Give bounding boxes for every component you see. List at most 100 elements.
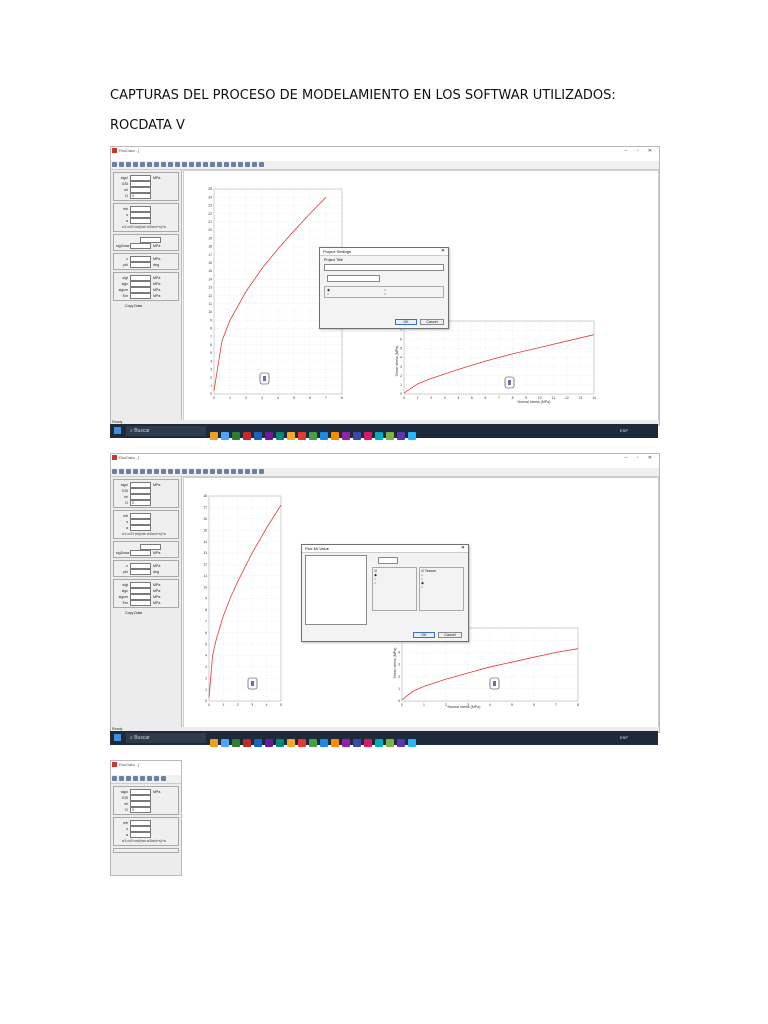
table-icon[interactable] xyxy=(210,162,215,167)
app-icon[interactable] xyxy=(221,739,229,747)
app-icon[interactable] xyxy=(243,739,251,747)
tile-icon[interactable] xyxy=(252,162,257,167)
rock-type-option[interactable]: ○ xyxy=(374,581,377,585)
save-icon[interactable] xyxy=(126,162,131,167)
app-icon[interactable] xyxy=(397,432,405,440)
mi-icon[interactable] xyxy=(224,469,229,474)
app-icon[interactable] xyxy=(320,432,328,440)
dialog-close-icon[interactable]: ✕ xyxy=(460,545,465,551)
sigci-input[interactable] xyxy=(130,481,151,488)
app-icon[interactable] xyxy=(353,739,361,747)
taskbar-search[interactable]: ⌕ Buscar xyxy=(126,426,206,436)
app-icon[interactable] xyxy=(287,432,295,440)
app-icon[interactable] xyxy=(265,432,273,440)
app-icon[interactable] xyxy=(408,739,416,747)
criterion-option[interactable]: ◉ xyxy=(327,288,330,292)
windows-start-icon[interactable] xyxy=(114,734,121,741)
mi-input[interactable] xyxy=(130,493,151,500)
mi-values-list[interactable] xyxy=(305,555,367,625)
texture-option[interactable]: ○ xyxy=(421,573,424,577)
copy-icon[interactable] xyxy=(133,776,138,781)
rock-type-option[interactable]: ○ xyxy=(374,577,377,581)
open-icon[interactable] xyxy=(119,469,124,474)
language-indicator[interactable]: ESP xyxy=(619,428,628,433)
open-icon[interactable] xyxy=(119,162,124,167)
gsi-input[interactable] xyxy=(130,487,151,494)
app-icon[interactable] xyxy=(331,432,339,440)
app-icon[interactable] xyxy=(276,432,284,440)
export-icon[interactable] xyxy=(147,469,152,474)
pan-icon[interactable] xyxy=(196,162,201,167)
window-controls[interactable]: – ▫ ✕ xyxy=(624,455,656,461)
tile-icon[interactable] xyxy=(252,469,257,474)
app-icon[interactable] xyxy=(375,432,383,440)
sigci-input[interactable] xyxy=(130,788,151,795)
zoom-in-icon[interactable] xyxy=(161,776,166,781)
zoom-out-icon[interactable] xyxy=(168,469,173,474)
app-icon[interactable] xyxy=(375,739,383,747)
app-icon[interactable] xyxy=(265,739,273,747)
save-icon[interactable] xyxy=(126,776,131,781)
app-icon[interactable] xyxy=(309,432,317,440)
texture-option[interactable]: ○ xyxy=(421,585,424,589)
app-icon[interactable] xyxy=(221,432,229,440)
sigci-icon[interactable] xyxy=(238,162,243,167)
ok-button[interactable]: OK xyxy=(413,632,435,638)
app-icon[interactable] xyxy=(342,739,350,747)
criterion-option[interactable]: ○ xyxy=(327,292,330,296)
pan-icon[interactable] xyxy=(196,469,201,474)
app-icon[interactable] xyxy=(386,432,394,440)
copy-icon[interactable] xyxy=(133,162,138,167)
copy-data-button[interactable]: Copy Data xyxy=(125,304,142,308)
app-icon[interactable] xyxy=(309,739,317,747)
print-icon[interactable] xyxy=(140,776,145,781)
project-title-input[interactable] xyxy=(324,264,444,271)
d-icon[interactable] xyxy=(245,162,250,167)
app-icon[interactable] xyxy=(254,739,262,747)
gsi-icon[interactable] xyxy=(231,162,236,167)
texture-option[interactable]: ◉ xyxy=(421,581,424,585)
d-icon[interactable] xyxy=(245,469,250,474)
cancel-button[interactable]: Cancel xyxy=(420,319,444,325)
zoom-in-icon[interactable] xyxy=(161,162,166,167)
app-icon[interactable] xyxy=(210,432,218,440)
copy-data-button[interactable]: Copy Data xyxy=(125,611,142,615)
app-icon[interactable] xyxy=(397,739,405,747)
print-icon[interactable] xyxy=(140,162,145,167)
zoom-out-icon[interactable] xyxy=(168,162,173,167)
sig3max-input[interactable] xyxy=(130,242,151,249)
d-input[interactable]: 0 xyxy=(130,806,151,813)
rock-type-option[interactable]: ◉ xyxy=(374,573,377,577)
taskbar-search[interactable]: ⌕ Buscar xyxy=(126,733,206,743)
sigci-input[interactable] xyxy=(130,174,151,181)
application-select[interactable] xyxy=(140,543,161,550)
print-icon[interactable] xyxy=(140,469,145,474)
mi-value-input[interactable] xyxy=(378,557,398,564)
zoom-previous-icon[interactable] xyxy=(189,162,194,167)
d-input[interactable]: 0 xyxy=(130,192,151,199)
gsi-input[interactable] xyxy=(130,180,151,187)
mi-input[interactable] xyxy=(130,186,151,193)
language-indicator[interactable]: ESP xyxy=(619,735,628,740)
export-icon[interactable] xyxy=(147,162,152,167)
app-icon[interactable] xyxy=(364,432,372,440)
ok-button[interactable]: OK xyxy=(395,319,417,325)
sigci-icon[interactable] xyxy=(238,469,243,474)
close-icon[interactable] xyxy=(154,776,159,781)
stress-units-select[interactable] xyxy=(327,275,380,282)
app-icon[interactable] xyxy=(353,432,361,440)
app-icon[interactable] xyxy=(254,432,262,440)
app-icon[interactable] xyxy=(331,739,339,747)
close-icon[interactable] xyxy=(154,469,159,474)
app-icon[interactable] xyxy=(386,739,394,747)
app-icon[interactable] xyxy=(298,739,306,747)
table-icon[interactable] xyxy=(210,469,215,474)
mi-input[interactable] xyxy=(130,800,151,807)
save-icon[interactable] xyxy=(126,469,131,474)
mi-icon[interactable] xyxy=(224,162,229,167)
settings-icon[interactable] xyxy=(217,162,222,167)
chart-icon[interactable] xyxy=(203,162,208,167)
zoom-all-icon[interactable] xyxy=(175,469,180,474)
gsi-icon[interactable] xyxy=(231,469,236,474)
app-icon[interactable] xyxy=(276,739,284,747)
